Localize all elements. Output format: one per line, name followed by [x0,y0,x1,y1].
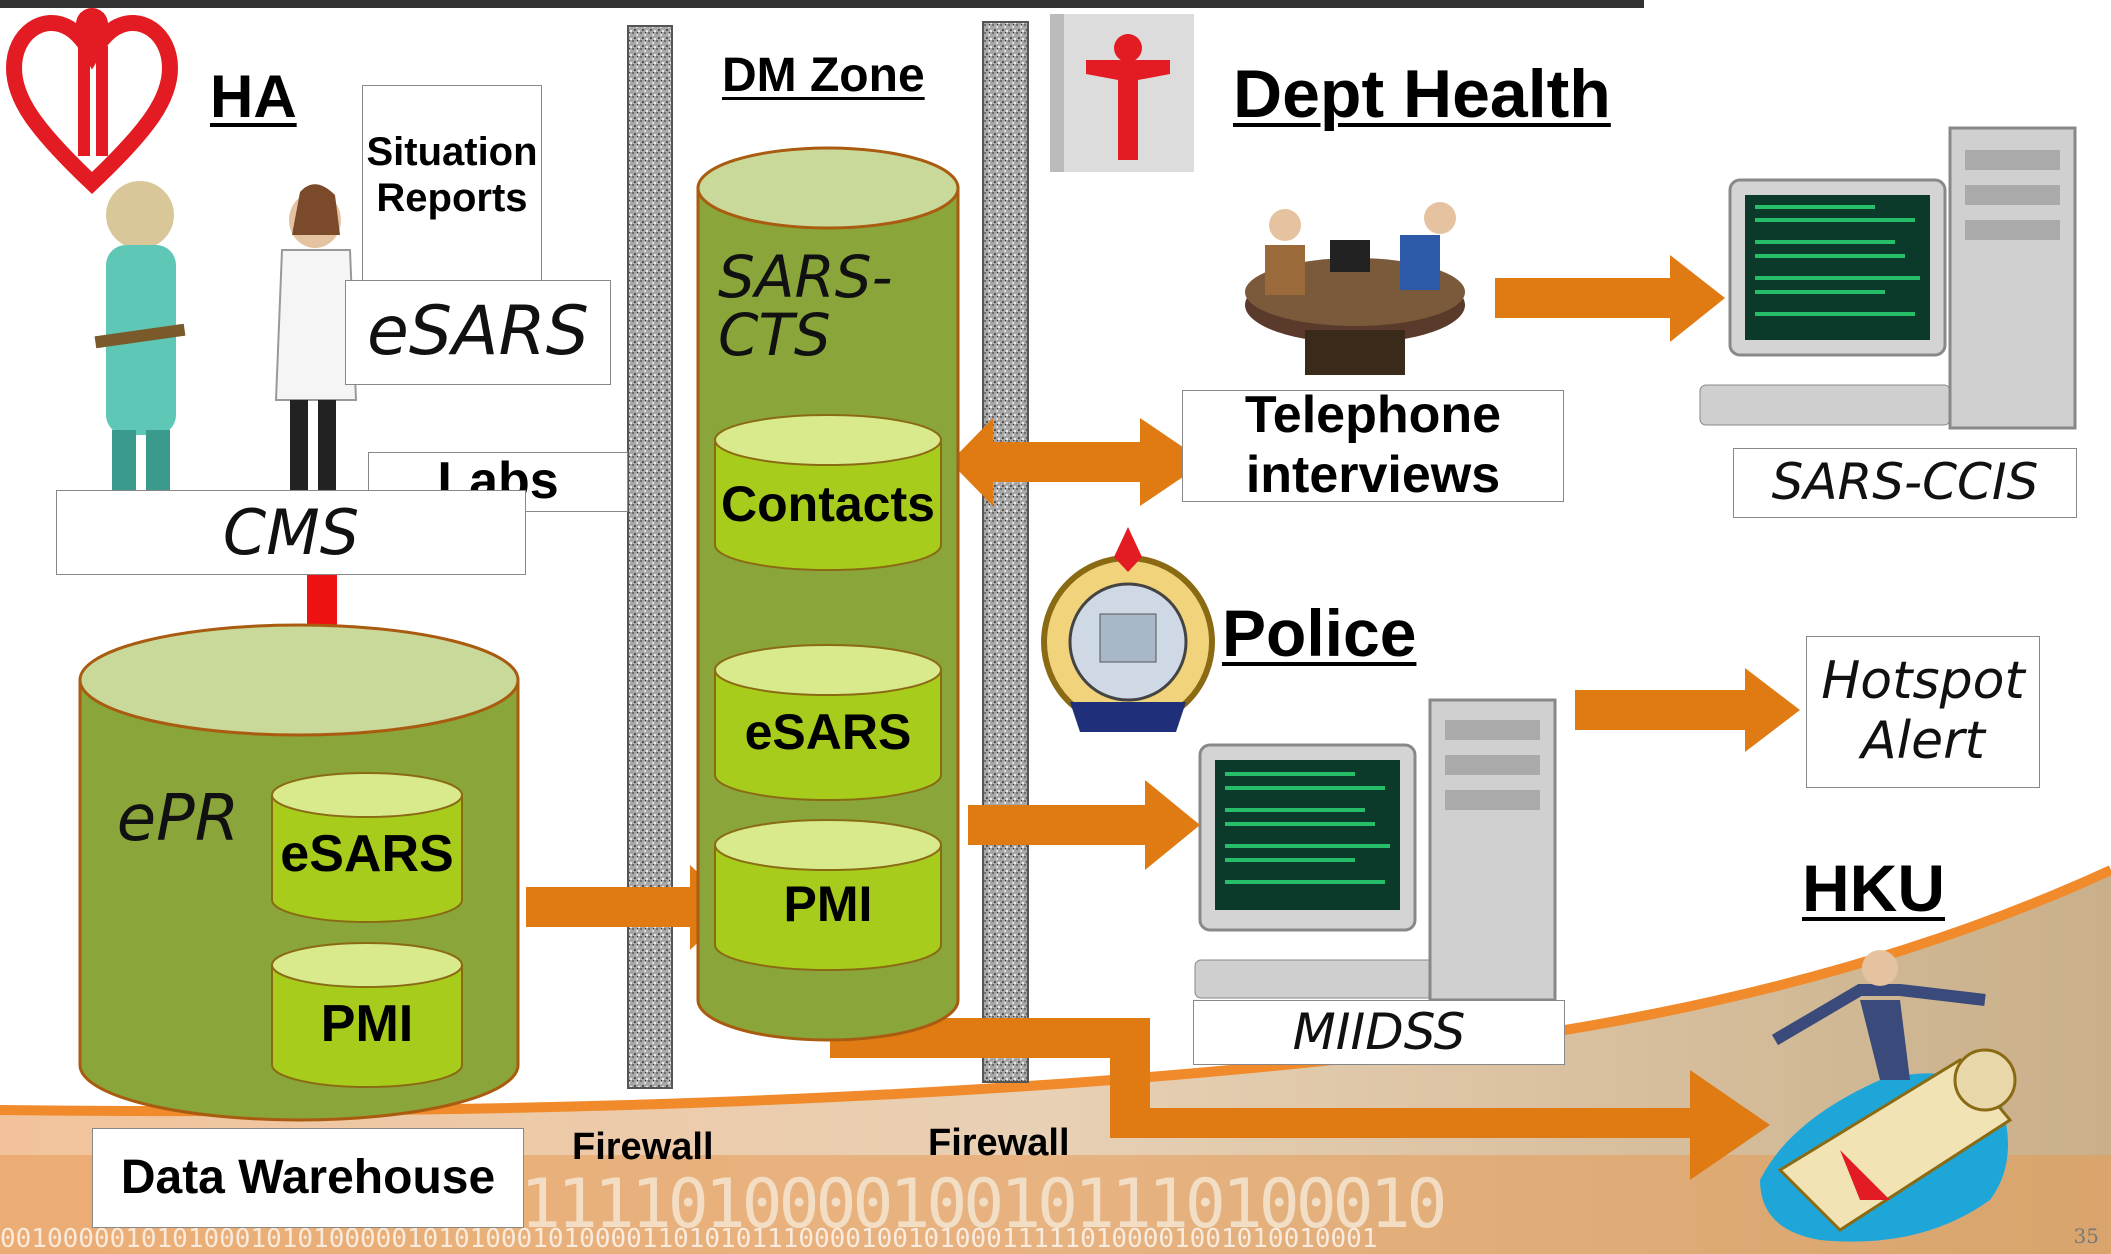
arrow-police-to-hotspot [1575,668,1800,752]
miidss-label: MIIDSS [1292,1002,1466,1061]
miidss-box [1193,1000,1565,1065]
telephone-interviews-box [1182,390,1564,502]
dept-health-title: Dept Health [1233,56,1611,132]
epr-pmi-cylinder [271,942,463,1088]
arrow-contacts-telephone [950,418,1205,506]
firewall-right [982,21,1029,1083]
data-warehouse-box [92,1128,524,1228]
hotspot-alert-box [1806,636,2040,788]
page-number: 35 [2073,1224,2099,1248]
hku-title: HKU [1802,851,1945,925]
sars-ccis-box [1733,448,2077,518]
arrow-dm-to-miidss [968,780,1200,870]
data-warehouse-label: Data Warehouse [120,1151,496,1205]
firewall-left-label: Firewall [572,1126,714,1168]
dm-pmi-cylinder [714,819,942,971]
epr-esars-cylinder [271,772,463,923]
epr-esars-label: eSARS [280,825,454,884]
arrow-dm-pmi-to-hku [830,1018,1770,1180]
dm-contacts-cylinder [714,414,942,571]
telephone-interviews-label: Telephone interviews [1244,386,1502,504]
nurse-figure [274,184,358,495]
police-badge [1041,527,1215,732]
dm-contacts-label: Contacts [721,476,935,533]
dept-health-logo [1050,14,1194,172]
ha-title: HA [210,63,297,130]
cms-label: CMS [222,495,360,569]
computer-sars-ccis [1699,126,2077,430]
hotspot-alert-label: Hotspot Alert [1821,651,2025,771]
situation-reports-doc [362,85,542,285]
telephone-interview-figure [1245,202,1465,375]
esars-label: eSARS [367,292,589,372]
dm-pmi-label: PMI [783,876,873,933]
hku-surfer-figure [1760,950,2017,1242]
computer-miidss [1194,698,1557,1002]
firewall-right-label: Firewall [928,1122,1070,1164]
sars-ccis-label: SARS-CCIS [1771,453,2039,512]
ha-logo [5,8,179,195]
binary-strip-big: 1111010000100101110100010 [520,1165,1447,1244]
doctor-figure [94,181,186,490]
dm-esars-cylinder [714,644,942,801]
binary-strip-small: 0010000010101000101010000010101000101000… [0,1224,1378,1254]
arrow-telephone-to-sars-ccis [1495,255,1725,342]
cms-box [56,490,526,575]
top-bar [0,0,1644,8]
firewall-left [627,25,673,1089]
epr-label: ePR [116,782,240,857]
epr-pmi-label: PMI [320,995,414,1054]
dm-esars-label: eSARS [744,704,912,761]
esars-box [345,280,611,385]
police-title: Police [1222,596,1417,670]
situation-reports-label: Situation Reports [366,130,538,220]
sars-cts-label: SARS- CTS [718,243,893,369]
dm-zone-title: DM Zone [722,49,925,102]
